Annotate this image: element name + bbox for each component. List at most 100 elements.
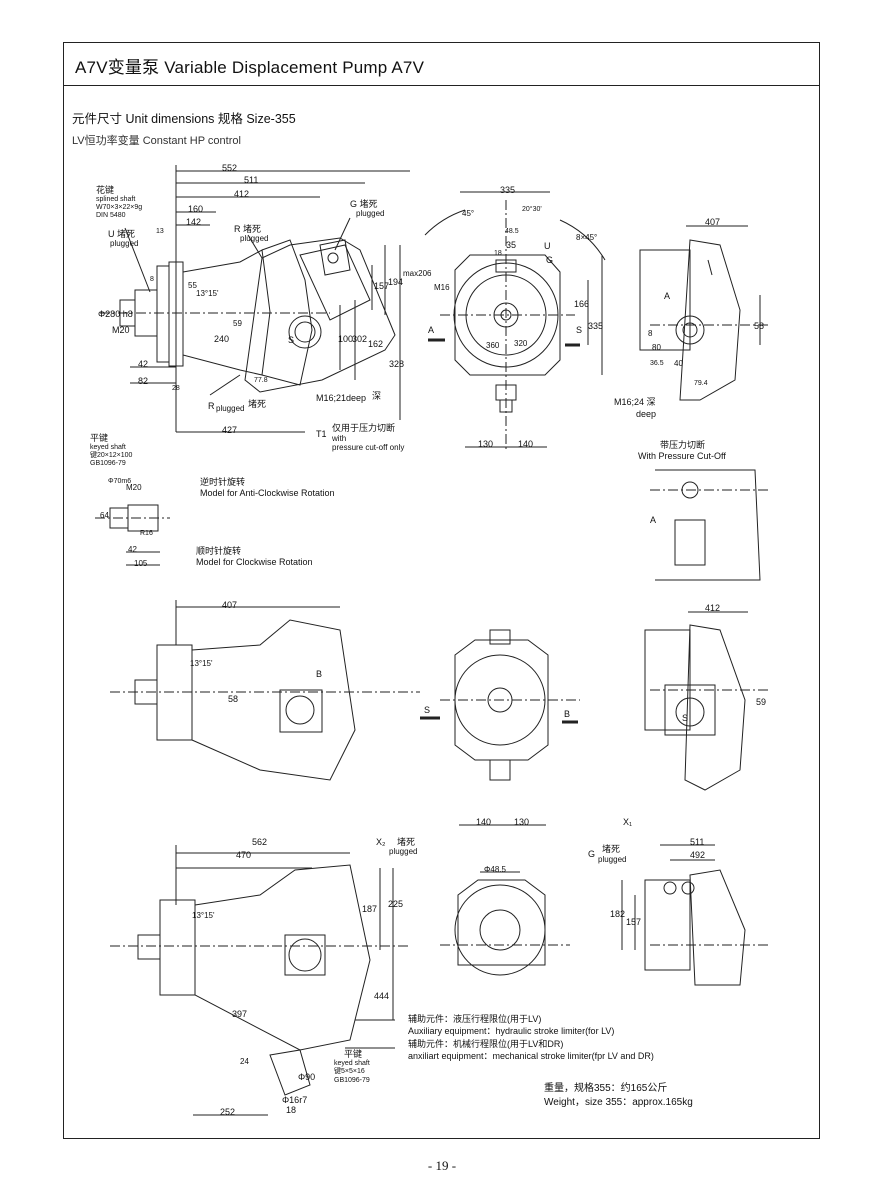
dim-157: 157 <box>374 281 390 291</box>
dim-240: 240 <box>214 334 230 344</box>
sv-36-5: 36.5 <box>650 360 664 367</box>
aux-l2: Auxiliary equipment：hydraulic stroke lim… <box>408 1026 615 1036</box>
fv-u: U <box>544 241 551 251</box>
fv-m16: M16 <box>434 283 450 292</box>
sv-m16: M16;24 深 <box>614 397 656 407</box>
mid-140: 140 <box>476 817 492 827</box>
mid-s2: S <box>682 713 689 723</box>
key-l2: 键20×12×100 <box>90 452 133 459</box>
bl-angle: 13°15' <box>192 911 215 920</box>
s-label: S <box>288 335 295 345</box>
dim-8: 8 <box>150 276 154 283</box>
bl-key-l3: GB1096-79 <box>334 1077 370 1084</box>
bl-key-cn: 平键 <box>344 1049 363 1059</box>
pco-en1: with <box>332 434 347 443</box>
rotation-anti-en: Model for Anti-Clockwise Rotation <box>200 488 335 498</box>
bl-225: 225 <box>388 899 404 909</box>
br-492: 492 <box>690 850 706 860</box>
fv-48-5: 48.5 <box>505 228 519 235</box>
fv-35: 35 <box>506 240 517 250</box>
bl-397: 397 <box>232 1009 248 1019</box>
bl-252: 252 <box>220 1107 236 1117</box>
br-182: 182 <box>610 909 626 919</box>
bl-470: 470 <box>236 850 252 860</box>
br-g-en: plugged <box>598 855 627 864</box>
pco-detail-cn: 带压力切断 <box>660 440 706 450</box>
m20-label: M20 <box>112 325 130 335</box>
top-center-front-view <box>424 191 606 450</box>
page-title: A7V变量泵 Variable Displacement Pump A7V <box>75 58 425 77</box>
r-plug-bottom: R <box>208 401 215 411</box>
fv-360: 360 <box>486 341 500 350</box>
bl-phi16: Φ16r7 <box>282 1095 308 1105</box>
page-frame <box>63 42 820 1139</box>
dim-511: 511 <box>244 175 259 185</box>
bl-key-l1: keyed shaft <box>334 1060 370 1067</box>
phi-280: Φ280 h8 <box>98 309 133 319</box>
fv-8x45: 8×45° <box>576 233 598 242</box>
u-plug-cn: U 堵死 <box>108 229 136 239</box>
aux-l3: 辅助元件：机械行程限位(用于LV和DR) <box>408 1039 564 1049</box>
dim-angle: 13°15' <box>196 289 219 298</box>
dim-42: 42 <box>138 359 149 369</box>
title-bar: A7V变量泵 Variable Displacement Pump A7V <box>63 42 820 86</box>
fv-a: A <box>428 325 435 335</box>
br-511: 511 <box>690 837 705 847</box>
dim-100: 100 <box>338 334 354 344</box>
pco-en2: pressure cut-off only <box>332 443 405 452</box>
key-105: 105 <box>134 559 148 568</box>
t1-label: T1 <box>316 429 327 439</box>
dim-59: 59 <box>233 319 242 328</box>
br-g: G <box>588 849 596 859</box>
bl-x2-cn: 堵死 <box>397 837 416 847</box>
fv-320: 320 <box>514 339 528 348</box>
dim-82: 82 <box>138 376 149 386</box>
bl-x2: X₂ <box>376 837 386 847</box>
dim-max206: max206 <box>403 269 432 278</box>
sv-80: 80 <box>652 343 661 352</box>
key-l3: GB1096-79 <box>90 460 126 467</box>
mid-b: B <box>316 669 323 679</box>
m16-deep: M16;21deep <box>316 393 367 403</box>
mid-s: S <box>424 705 431 715</box>
top-left-side-view <box>100 165 410 433</box>
bl-444: 444 <box>374 991 390 1001</box>
spline-l2: W70×3×22×9g <box>96 204 143 211</box>
r-plug-bottom-en: plugged <box>216 404 245 413</box>
bottom-center-view <box>440 871 570 976</box>
fv-335: 335 <box>500 185 516 195</box>
fv-140: 140 <box>518 439 534 449</box>
weight-en: Weight，size 355：approx.165kg <box>544 1097 693 1108</box>
mid-412: 412 <box>705 603 721 613</box>
aux-l4: anxiliart equipment：mechanical stroke li… <box>408 1051 654 1061</box>
g-plug-en: plugged <box>356 209 385 218</box>
fv-g: G <box>546 255 554 265</box>
sv-407: 407 <box>705 217 721 227</box>
fv-166: 166 <box>574 299 590 309</box>
br-x1: X₁ <box>623 817 633 827</box>
sv-58: 58 <box>754 321 765 331</box>
dim-194: 194 <box>388 277 404 287</box>
bl-187: 187 <box>362 904 378 914</box>
sv-40: 40 <box>674 359 683 368</box>
bl-18: 18 <box>286 1105 297 1115</box>
middle-center-view <box>420 629 580 826</box>
mid-b2: B <box>564 709 571 719</box>
middle-left-view <box>110 600 420 781</box>
sv-deep: deep <box>636 409 657 419</box>
page-number: - 19 - <box>427 1158 457 1173</box>
dim-552: 552 <box>222 163 238 173</box>
fv-335b: 335 <box>588 321 604 331</box>
dim-302: 302 <box>352 334 368 344</box>
key-42: 42 <box>128 545 137 554</box>
top-right-side-view <box>639 225 770 401</box>
sv-8: 8 <box>648 329 653 338</box>
g-plug-cn: G 堵死 <box>350 199 378 209</box>
fv-18: 18 <box>494 250 502 257</box>
mid-407: 407 <box>222 600 238 610</box>
dim-160: 160 <box>188 204 204 214</box>
dim-427: 427 <box>222 425 238 435</box>
br-157: 157 <box>626 917 642 927</box>
mid-130: 130 <box>514 817 530 827</box>
fv-20-30: 20°30' <box>522 206 542 213</box>
